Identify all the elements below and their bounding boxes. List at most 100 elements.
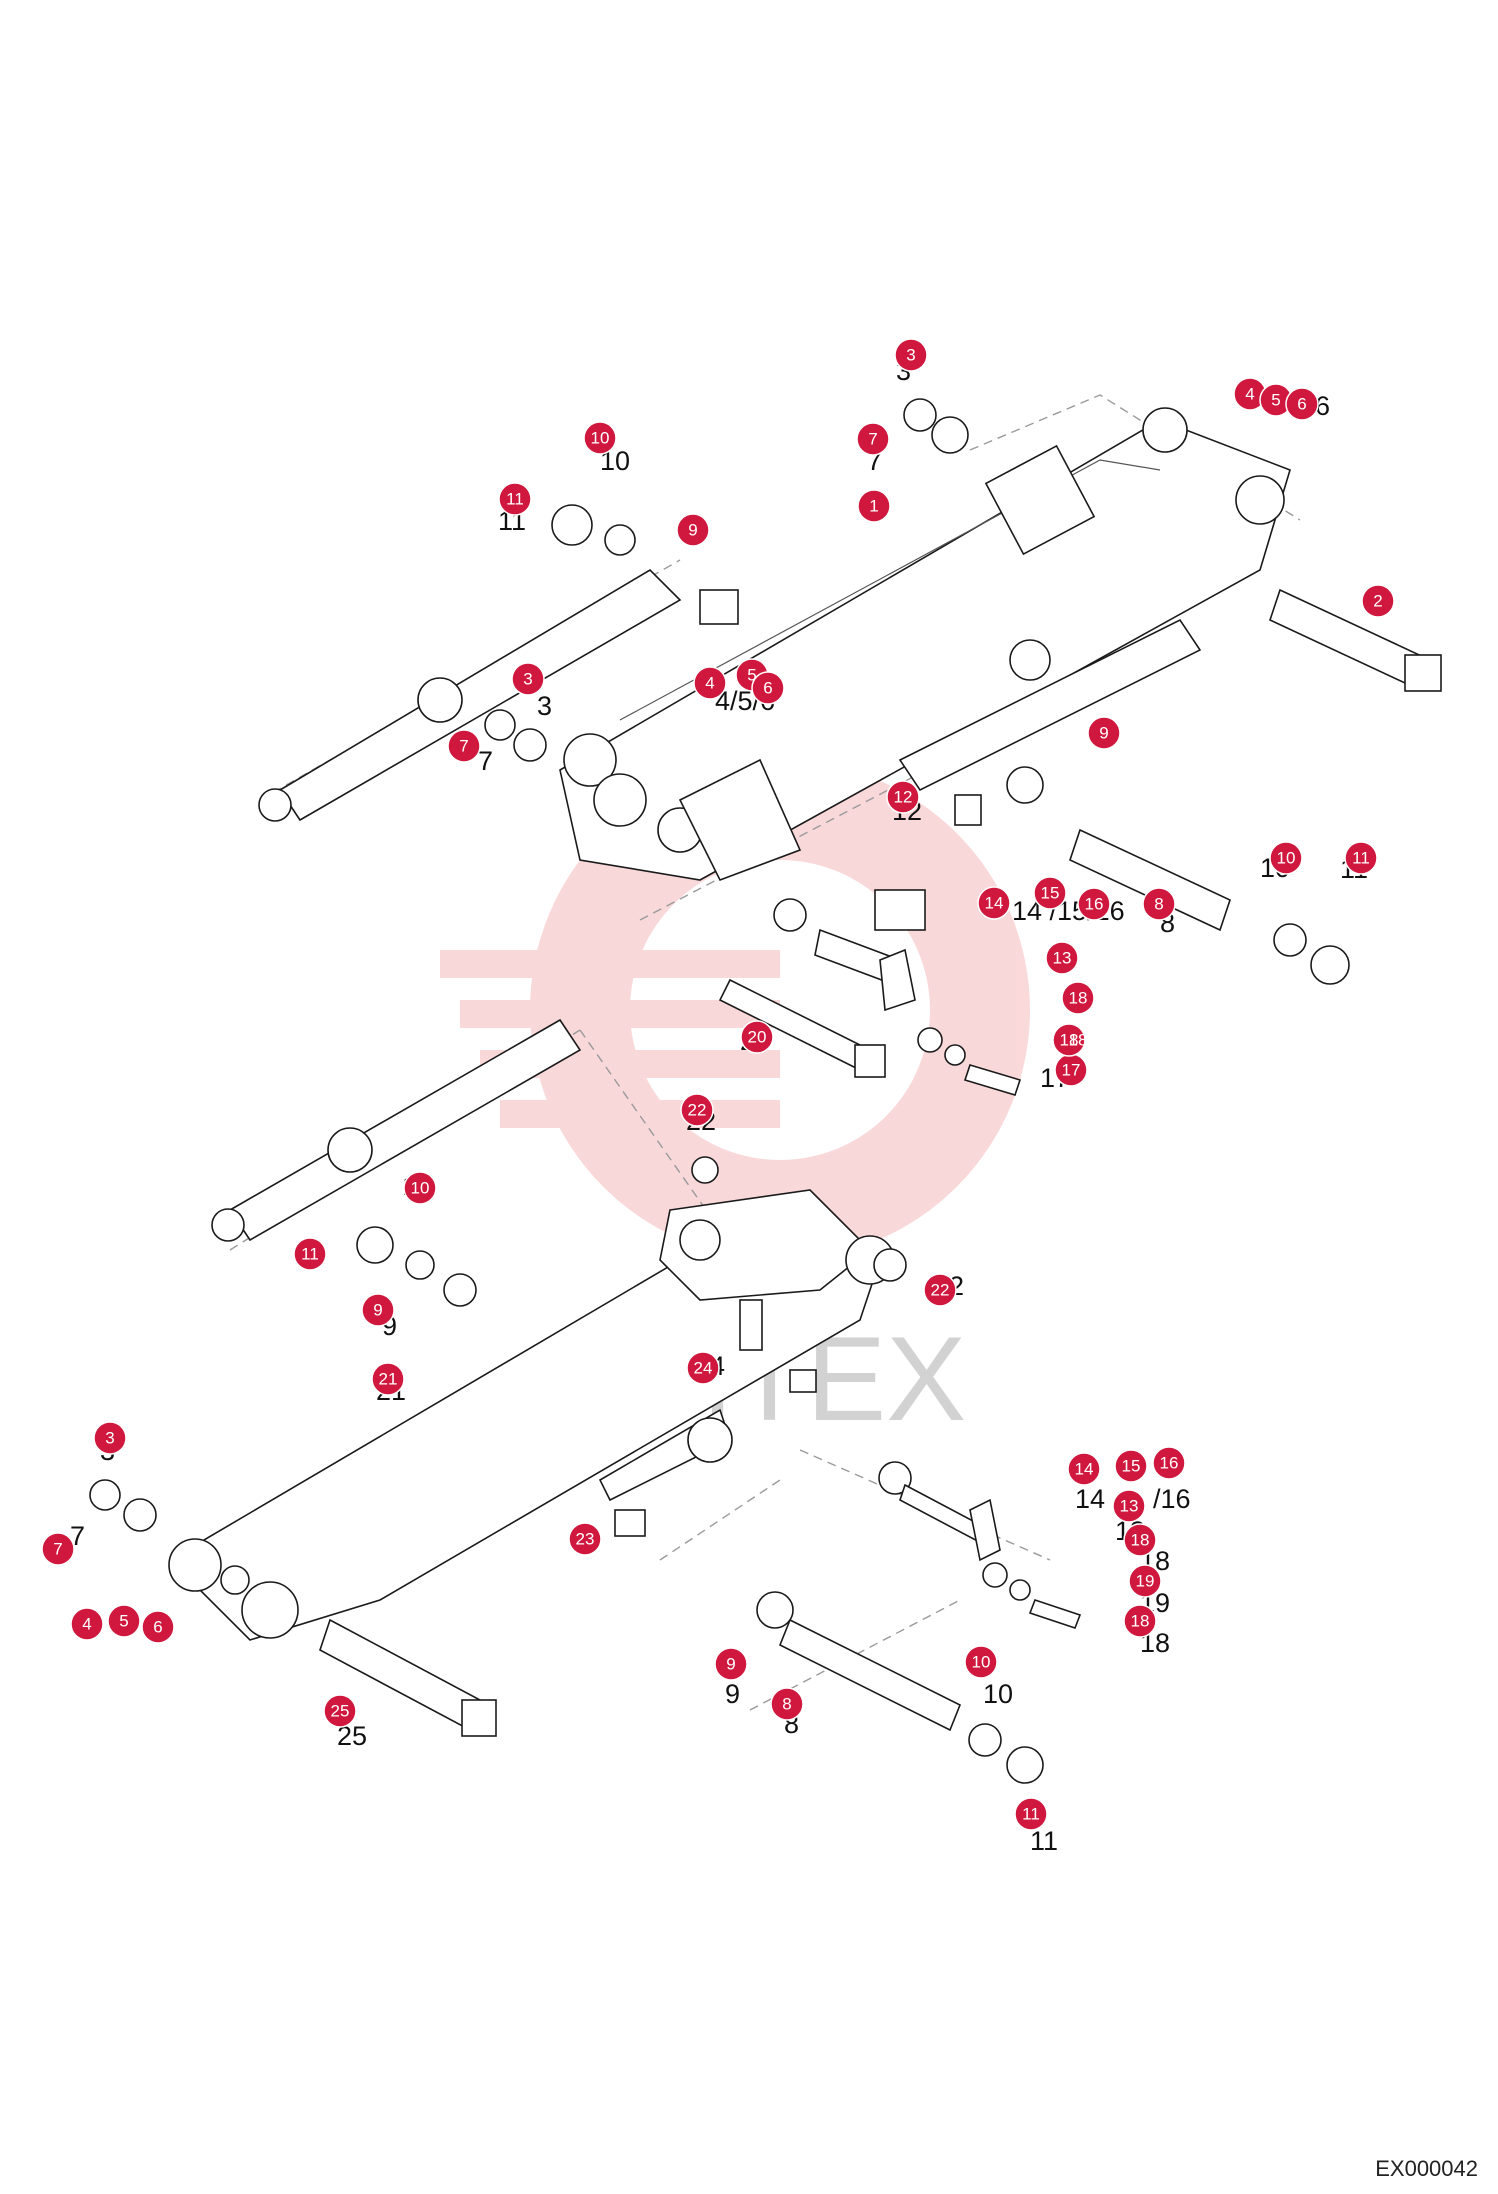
lower-small-parts <box>89 1226 1082 1784</box>
svg-text:20: 20 <box>748 1028 767 1047</box>
svg-text:13: 13 <box>1053 949 1072 968</box>
svg-text:14: 14 <box>1075 1460 1094 1479</box>
callout-badge: 9 <box>361 1293 395 1327</box>
callout-badge: 21 <box>371 1362 405 1396</box>
svg-text:10: 10 <box>591 429 610 448</box>
callout-badge: 9 <box>1087 716 1121 750</box>
svg-text:15: 15 <box>1041 884 1060 903</box>
callout-badge: 1 <box>857 489 891 523</box>
svg-text:9: 9 <box>726 1655 735 1674</box>
svg-text:7: 7 <box>459 737 468 756</box>
part-label: 6 <box>1315 391 1330 421</box>
svg-text:21: 21 <box>379 1370 398 1389</box>
svg-text:25: 25 <box>331 1702 350 1721</box>
callout-badge: 16 <box>1077 887 1111 921</box>
part-label: /16 <box>1153 1484 1191 1514</box>
callout-badge: 22 <box>923 1273 957 1307</box>
svg-text:11: 11 <box>506 490 524 509</box>
svg-text:3: 3 <box>906 346 915 365</box>
svg-text:16: 16 <box>1160 1454 1179 1473</box>
callout-badges: 1 2 3 3 3 4 4 4 5 5 5 6 6 6 7 7 7 8 8 9 … <box>41 338 1395 1831</box>
svg-text:18: 18 <box>1131 1531 1150 1550</box>
svg-text:10: 10 <box>1277 849 1296 868</box>
callout-badge: 16 <box>1152 1446 1186 1480</box>
callout-badge: 15 <box>1033 876 1067 910</box>
upper-boom <box>559 407 1291 882</box>
svg-text:7: 7 <box>53 1540 62 1559</box>
callout-badge: 10 <box>964 1645 998 1679</box>
callout-badge: 3 <box>93 1421 127 1455</box>
upper-small-parts <box>484 398 1442 985</box>
callout-badge: 14 <box>977 886 1011 920</box>
svg-text:12: 12 <box>894 788 913 807</box>
svg-text:16: 16 <box>1085 895 1104 914</box>
callout-badge: 17 <box>1054 1053 1088 1087</box>
svg-text:1: 1 <box>869 497 878 516</box>
hydraulic-cylinders <box>211 568 1202 1242</box>
callout-badge: 15 <box>1114 1449 1148 1483</box>
callout-badge: 10 <box>583 421 617 455</box>
svg-text:14: 14 <box>985 894 1004 913</box>
callout-badge: 14 <box>1067 1452 1101 1486</box>
callout-badge: 18 <box>1123 1523 1157 1557</box>
callout-badge: 9 <box>714 1647 748 1681</box>
svg-text:17: 17 <box>1062 1061 1081 1080</box>
callout-badge: 7 <box>41 1532 75 1566</box>
diagram-code: EX000042 <box>1375 2156 1478 2181</box>
svg-text:2: 2 <box>1373 592 1382 611</box>
svg-text:3: 3 <box>105 1429 114 1448</box>
svg-text:23: 23 <box>576 1530 595 1549</box>
svg-text:18: 18 <box>1131 1612 1150 1631</box>
svg-text:3: 3 <box>523 670 532 689</box>
callout-badge: 8 <box>770 1687 804 1721</box>
svg-text:11: 11 <box>301 1245 319 1264</box>
svg-text:5: 5 <box>747 666 756 685</box>
svg-text:24: 24 <box>694 1359 713 1378</box>
svg-text:9: 9 <box>1099 724 1108 743</box>
svg-text:8: 8 <box>1154 895 1163 914</box>
callout-badge: 18 <box>1069 1031 1088 1050</box>
callout-badge: 24 <box>686 1351 720 1385</box>
part-label: 11 <box>1030 1826 1058 1856</box>
callout-badge: 6 <box>141 1610 175 1644</box>
callout-badge: 4 <box>1233 377 1267 411</box>
callout-badge: 8 <box>1142 887 1176 921</box>
callout-badge: 22 <box>680 1093 714 1127</box>
svg-text:4: 4 <box>705 674 714 693</box>
svg-text:10: 10 <box>972 1653 991 1672</box>
svg-text:11: 11 <box>1022 1805 1040 1824</box>
svg-text:19: 19 <box>1136 1572 1155 1591</box>
callout-badge: 3 <box>894 338 928 372</box>
svg-text:22: 22 <box>931 1281 950 1300</box>
svg-text:18: 18 <box>1060 1031 1079 1050</box>
svg-text:4: 4 <box>82 1615 91 1634</box>
svg-text:8: 8 <box>782 1695 791 1714</box>
callout-badge: 10 <box>403 1171 437 1205</box>
callout-badge: 18 <box>1123 1604 1157 1638</box>
part-label: 10 <box>983 1679 1013 1709</box>
callout-badge: 25 <box>323 1694 357 1728</box>
svg-text:10: 10 <box>411 1179 430 1198</box>
svg-text:15: 15 <box>1122 1457 1141 1476</box>
callout-badge: 7 <box>447 729 481 763</box>
part-label: 9 <box>725 1679 740 1709</box>
callout-badge: 6 <box>751 671 785 705</box>
middle-link-parts <box>718 889 1022 1096</box>
callout-badge: 5 <box>107 1604 141 1638</box>
svg-text:5: 5 <box>119 1612 128 1631</box>
callout-badge: 20 <box>740 1020 774 1054</box>
callout-badge: 19 <box>1128 1564 1162 1598</box>
callout-badge: 11 <box>1014 1797 1048 1831</box>
callout-badge: 18 <box>1061 981 1095 1015</box>
svg-text:6: 6 <box>1297 395 1306 414</box>
callout-badge: 7 <box>856 422 890 456</box>
svg-text:11: 11 <box>1352 849 1370 868</box>
callout-badge: 6 <box>1285 387 1319 421</box>
part-label: 3 <box>537 691 552 721</box>
callout-badge: 13 <box>1045 941 1079 975</box>
callout-badge: 11 <box>1344 841 1378 875</box>
svg-text:9: 9 <box>373 1301 382 1320</box>
svg-text:6: 6 <box>153 1618 162 1637</box>
callout-badge: 23 <box>568 1522 602 1556</box>
callout-badge: 9 <box>676 513 710 547</box>
